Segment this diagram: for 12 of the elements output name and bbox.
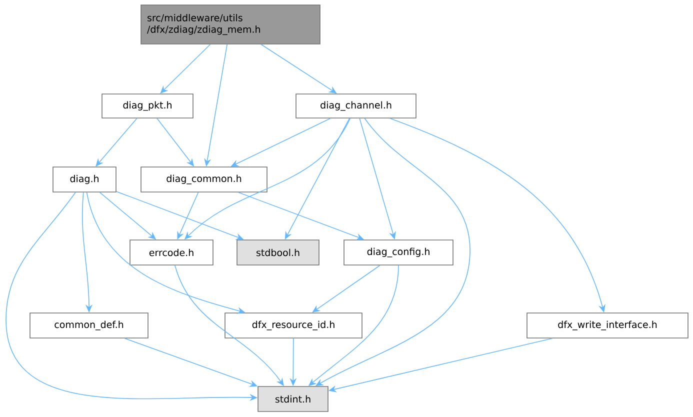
file-box: dfx_write_interface.h [526,312,688,338]
file-box: stdint.h [258,386,328,412]
file-box: errcode.h [130,240,214,266]
file-box: dfx_resource_id.h [224,312,362,338]
file-box: diag_channel.h [296,94,416,118]
file-box: common_def.h [30,312,148,338]
file-box: diag_pkt.h [102,94,194,118]
file-box: src/middleware/utils /dfx/zdiag/zdiag_mem.h [140,4,320,44]
file-box: diag_common.h [140,166,268,192]
file-box: stdbool.h [236,240,320,266]
file-box: diag_config.h [344,240,454,266]
file-box: diag.h [52,166,116,192]
